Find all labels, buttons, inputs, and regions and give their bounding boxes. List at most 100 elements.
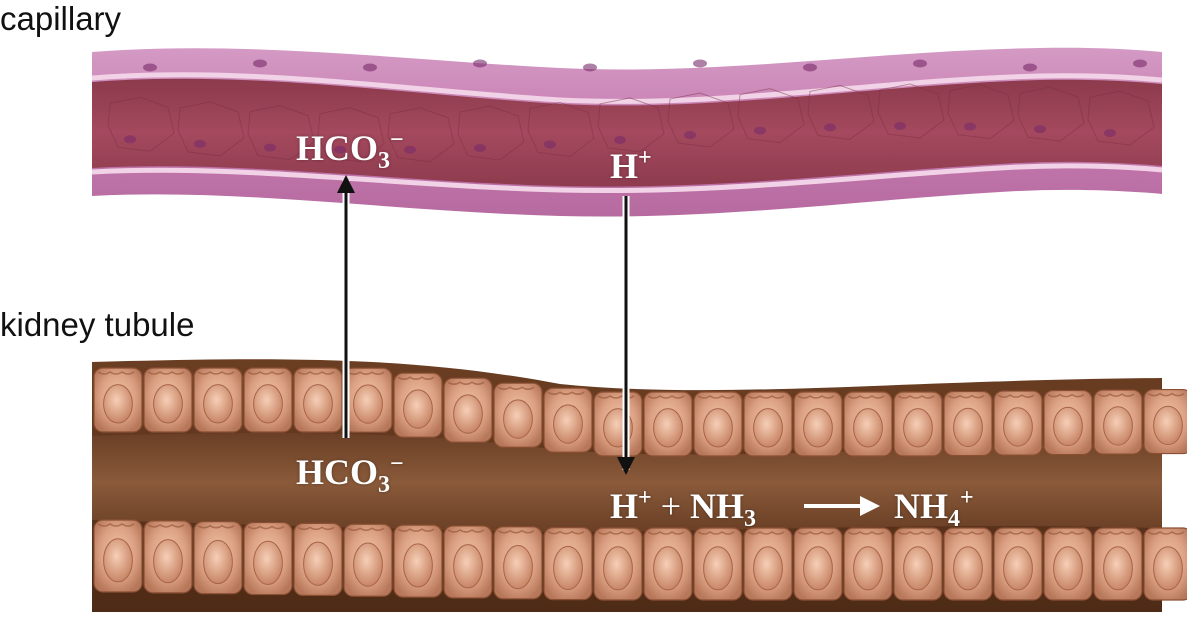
- tubule-top-cell-row: [93, 367, 1187, 457]
- tubule-cell: [193, 521, 243, 595]
- capillary-cell: [1087, 90, 1155, 146]
- reaction-product: NH4+: [894, 485, 974, 533]
- tubule-cell: [943, 527, 993, 601]
- capillary-nucleus: [894, 122, 906, 131]
- tubule-cell: [293, 367, 343, 433]
- tubule-lumen: [92, 432, 1162, 532]
- tubule-cell: [193, 367, 243, 433]
- tubule-cell: [743, 391, 793, 457]
- capillary-nuclei: [124, 59, 1147, 154]
- capillary-cell: [527, 101, 595, 157]
- capillary-proton-label: H+: [610, 145, 652, 186]
- tubule-cell: [243, 367, 293, 433]
- tubule-cell: [443, 377, 493, 443]
- tubule-cell: [243, 521, 293, 596]
- tubule-cell: [843, 527, 893, 601]
- capillary-cell: [877, 83, 945, 139]
- kidney-tubule-label: kidney tubule: [0, 306, 195, 343]
- capillary-nucleus: [684, 131, 696, 140]
- capillary-cell: [597, 97, 665, 153]
- tubule-cell: [943, 390, 993, 457]
- capillary-cell: [177, 101, 245, 157]
- tubule-cell: [93, 367, 143, 433]
- capillary-wall-nucleus: [1133, 59, 1147, 68]
- tubule-cell: [1143, 388, 1187, 455]
- tubule-cell: [893, 527, 943, 601]
- capillary-nucleus: [614, 135, 626, 144]
- capillary-wall-nucleus: [803, 63, 817, 72]
- capillary-vessel: [91, 47, 1163, 217]
- tubule-cell: [343, 367, 393, 433]
- capillary-nucleus: [1104, 129, 1116, 138]
- tubule-cell: [1043, 389, 1093, 456]
- tubule-cell: [1043, 527, 1093, 601]
- tubule-cell: [543, 527, 593, 601]
- capillary-nucleus: [194, 139, 206, 148]
- tubule-cell: [393, 524, 443, 598]
- tubule-cell: [443, 525, 493, 599]
- capillary-bicarbonate-label: HCO3−: [296, 127, 404, 175]
- capillary-wall-nucleus: [913, 59, 927, 68]
- tubule-cell: [293, 522, 343, 597]
- capillary-cell: [247, 105, 315, 161]
- capillary-nucleus: [264, 143, 276, 152]
- tubule-cell: [1093, 389, 1143, 455]
- tubule-cell: [493, 382, 543, 448]
- capillary-nucleus: [474, 143, 486, 152]
- tubule-cell: [543, 387, 593, 453]
- capillary-cell: [387, 107, 455, 163]
- tubule-cell: [993, 390, 1043, 456]
- capillary-lumen: [92, 78, 1162, 187]
- capillary-cell: [947, 84, 1015, 140]
- tubule-cell: [93, 519, 143, 593]
- capillary-nucleus: [824, 123, 836, 132]
- tubule-cell: [1093, 527, 1143, 601]
- tubule-bicarbonate-label: HCO3−: [296, 451, 404, 499]
- capillary-cell: [807, 84, 875, 140]
- tubule-cell: [493, 526, 543, 600]
- tubule-cell: [643, 527, 693, 601]
- tubule-cell: [993, 527, 1043, 601]
- capillary-nucleus: [334, 145, 346, 154]
- capillary-wall-nucleus: [583, 63, 597, 72]
- tubule-cell: [893, 391, 943, 457]
- capillary-label: capillary: [0, 0, 122, 37]
- tubule-cell: [593, 391, 643, 457]
- capillary-nucleus: [964, 122, 976, 131]
- capillary-wall-nucleus: [693, 59, 707, 68]
- tubule-cell: [343, 523, 393, 597]
- kidney-tubule: [92, 359, 1187, 612]
- tubule-cell: [593, 527, 643, 601]
- tubule-cell: [843, 391, 893, 457]
- capillary-cell-outlines: [107, 83, 1155, 163]
- capillary-nucleus: [404, 145, 416, 154]
- capillary-membrane-bottom: [91, 163, 1163, 194]
- tubule-cell: [393, 372, 443, 438]
- capillary-cell: [737, 88, 805, 144]
- tubule-cell: [793, 391, 843, 457]
- capillary-cell: [107, 96, 175, 152]
- capillary-cell: [1017, 86, 1085, 142]
- reaction-equation: H+ + NH3: [610, 485, 757, 533]
- tubule-cell: [743, 527, 793, 601]
- tubule-cell: [643, 391, 693, 457]
- capillary-nucleus: [544, 140, 556, 149]
- capillary-wall-nucleus: [473, 59, 487, 68]
- tubule-cell: [693, 527, 743, 601]
- capillary-cell: [457, 105, 525, 161]
- tubule-cell: [793, 527, 843, 601]
- tubule-cell: [1143, 527, 1187, 601]
- capillary-nucleus: [124, 135, 136, 144]
- capillary-wall-nucleus: [1023, 63, 1037, 72]
- capillary-nucleus: [754, 126, 766, 135]
- capillary-membrane-top: [91, 72, 1163, 104]
- capillary-cell: [317, 107, 385, 163]
- capillary-cell: [667, 92, 735, 148]
- capillary-nucleus: [1034, 125, 1046, 134]
- tubule-cell: [143, 367, 193, 433]
- capillary-wall-nucleus: [253, 59, 267, 68]
- tubule-bottom-cell-row: [93, 519, 1187, 601]
- capillary-wall-nucleus: [143, 63, 157, 72]
